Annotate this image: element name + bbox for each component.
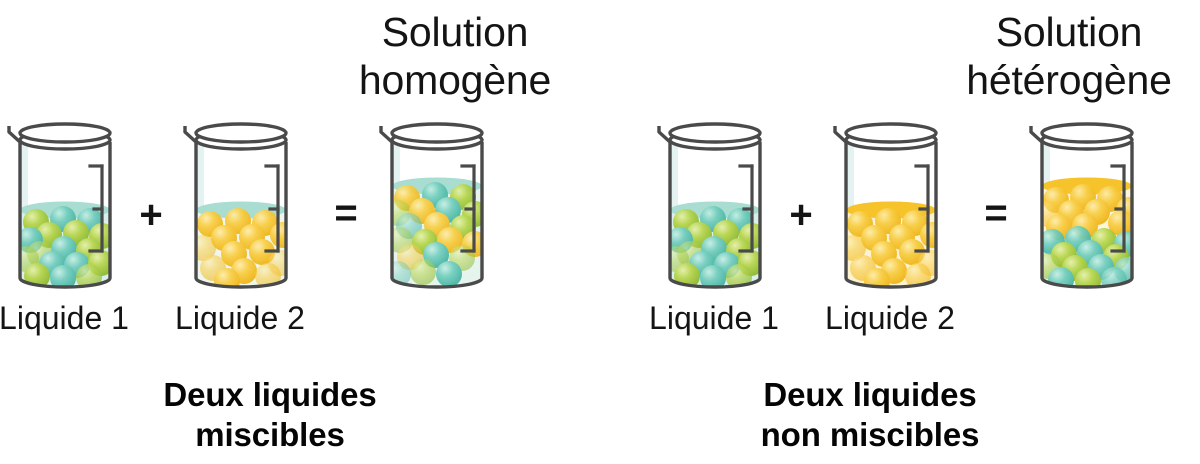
graduation-marks: [88, 164, 104, 253]
beaker-non-miscible-liquide-1: Liquide 1: [649, 118, 779, 336]
operator-equals: =: [984, 191, 1008, 235]
caption-non-miscible: Deux liquides non miscibles: [760, 376, 980, 453]
beaker-graphic: [657, 122, 762, 289]
caption-miscible: Deux liquides miscibles: [163, 376, 377, 453]
graduation-marks: [264, 164, 280, 253]
beaker-graphic: [7, 122, 112, 289]
label-liquide-2: Liquide 2: [175, 300, 305, 336]
beaker-graphic: [379, 122, 484, 289]
panel-non-miscible: Solution hétérogène: [600, 0, 1200, 464]
beaker-non-miscible-liquide-2: Liquide 2: [825, 118, 955, 336]
beaker-graphic: [833, 122, 938, 289]
result-title-homogene: Solution homogène: [358, 9, 552, 103]
panel-miscible: Solution homogène: [0, 9, 552, 453]
operator-plus: +: [139, 193, 163, 237]
beaker-miscible-liquide-2: Liquide 2: [175, 118, 305, 336]
label-liquide-2: Liquide 2: [825, 300, 955, 336]
graduation-marks: [738, 164, 754, 253]
graduation-marks: [460, 164, 476, 253]
beaker-graphic: [1029, 122, 1134, 289]
beaker-miscible-liquide-1: Liquide 1: [0, 118, 129, 336]
label-liquide-1: Liquide 1: [649, 300, 779, 336]
beaker-miscible-resultat: [378, 118, 496, 298]
operator-equals: =: [334, 191, 358, 235]
result-title-heterogene: Solution hétérogène: [966, 9, 1172, 103]
beaker-graphic: [183, 122, 288, 289]
beaker-non-miscible-resultat: [1028, 118, 1146, 298]
operator-plus: +: [789, 193, 813, 237]
graduation-marks: [914, 164, 930, 253]
graduation-marks: [1110, 164, 1126, 253]
label-liquide-1: Liquide 1: [0, 300, 129, 336]
